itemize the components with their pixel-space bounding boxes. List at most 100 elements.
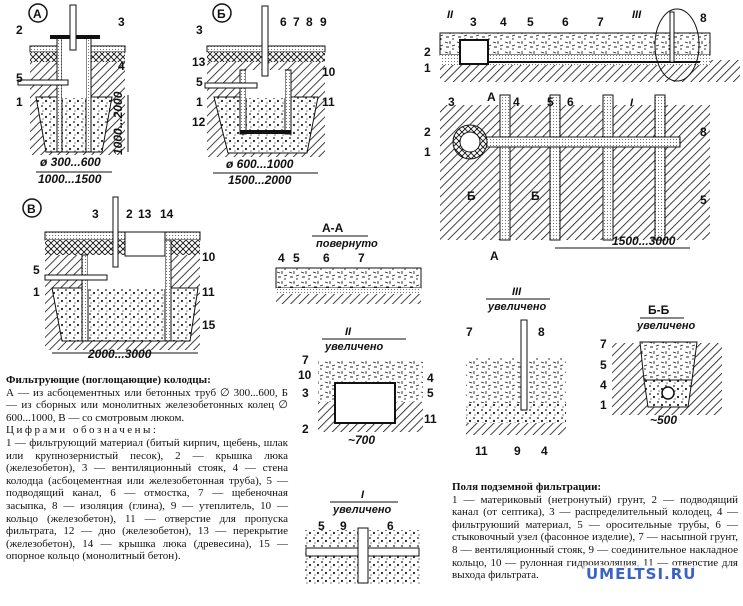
legend-body: 1 — материковый (нетронутый) грунт, 2 — … bbox=[452, 493, 738, 582]
section-marker: Б bbox=[531, 189, 540, 203]
legend-subheading: Цифрами обозначены: bbox=[6, 424, 159, 437]
detail-subtitle: увеличено bbox=[332, 504, 391, 516]
callout-label: 8 bbox=[700, 125, 707, 139]
callout-label: 11 bbox=[475, 444, 488, 458]
section-title: А-А bbox=[322, 221, 344, 235]
dimension-width: 1000...1500 bbox=[38, 172, 102, 186]
callout-label: 2 bbox=[424, 45, 431, 59]
detail-ii: II увеличено 7 10 3 2 4 5 11 ~700 bbox=[298, 326, 437, 447]
callout-label: 5 bbox=[196, 75, 203, 89]
callout-label: 5 bbox=[293, 251, 300, 265]
detail-subtitle: увеличено bbox=[487, 301, 546, 313]
callout-label: 4 bbox=[500, 15, 507, 29]
callout-label: 3 bbox=[302, 386, 309, 400]
callout-label: 1 bbox=[33, 285, 40, 299]
detail-marker: I bbox=[630, 97, 634, 109]
callout-label: 14 bbox=[160, 207, 174, 221]
legend-intro: А — из асбоцементных или бетонных труб ∅… bbox=[6, 386, 288, 424]
detail-title: III bbox=[512, 286, 522, 298]
field-plan: 3 2 1 А 4 5 6 I 8 5 Б Б А 1500...3000 bbox=[424, 90, 710, 263]
callout-label: 5 bbox=[33, 263, 40, 277]
detail-marker: II bbox=[447, 9, 454, 21]
callout-label: 1 bbox=[424, 61, 431, 75]
callout-label: 5 bbox=[527, 15, 534, 29]
detail-subtitle: увеличено bbox=[324, 341, 383, 353]
callout-label: 15 bbox=[202, 318, 216, 332]
callout-label: 6 bbox=[387, 519, 394, 533]
section-aa: А-А повернуто 4 5 6 7 bbox=[275, 221, 422, 304]
dimension-diameter: ø 300...600 bbox=[40, 155, 101, 169]
callout-label: 11 bbox=[202, 285, 215, 299]
dimension: ~500 bbox=[650, 413, 677, 427]
section-bb: Б-Б увеличено 7 5 4 1 ~500 bbox=[600, 303, 722, 427]
callout-label: 8 bbox=[306, 15, 313, 29]
detail-title: II bbox=[345, 326, 352, 338]
callout-label: 9 bbox=[340, 519, 347, 533]
callout-label: 1 bbox=[600, 398, 607, 412]
callout-label: 5 bbox=[16, 71, 23, 85]
section-marker: Б bbox=[467, 189, 476, 203]
dimension-width: 1500...2000 bbox=[228, 173, 292, 187]
dimension-width: 2000...3000 bbox=[87, 347, 152, 361]
callout-label: 6 bbox=[567, 95, 574, 109]
callout-label: 2 bbox=[16, 23, 23, 37]
callout-label: 6 bbox=[323, 251, 330, 265]
callout-label: 6 bbox=[562, 15, 569, 29]
callout-label: 1 bbox=[16, 95, 23, 109]
callout-label: 11 bbox=[424, 412, 437, 426]
callout-label: 1 bbox=[424, 145, 431, 159]
drawing-v: В 3 2 13 14 10 5 1 11 15 2000...3000 bbox=[22, 196, 216, 361]
detail-i: I увеличено 5 9 6 bbox=[305, 489, 420, 585]
callout-label: 5 bbox=[427, 386, 434, 400]
callout-label: 4 bbox=[118, 59, 125, 73]
callout-label: 4 bbox=[600, 378, 607, 392]
callout-label: 7 bbox=[597, 15, 604, 29]
field-section: II 3 4 5 6 7 III 8 2 1 bbox=[424, 8, 740, 82]
marker-circle bbox=[22, 198, 42, 218]
dimension-spacing: 1500...3000 bbox=[612, 234, 676, 248]
section-subtitle: повернуто bbox=[316, 238, 378, 250]
detail-marker: III bbox=[632, 9, 642, 21]
drawing-marker: А bbox=[33, 7, 42, 21]
detail-title: I bbox=[361, 489, 365, 501]
dimension-height: 1000...2000 bbox=[111, 91, 125, 155]
legend-heading: Фильтрующие (поглощающие) колодцы: bbox=[6, 374, 211, 386]
callout-label: 7 bbox=[293, 15, 300, 29]
marker-circle bbox=[212, 3, 232, 23]
drawing-marker: Б bbox=[217, 7, 226, 21]
drawing-b: Б 3 6 7 8 9 13 5 1 12 10 11 ø 600...1000… bbox=[192, 3, 336, 187]
section-subtitle: увеличено bbox=[636, 320, 695, 332]
dimension: ~700 bbox=[348, 433, 375, 447]
callout-label: 3 bbox=[196, 23, 203, 37]
legend-wells: Фильтрующие (поглощающие) колодцы: А — и… bbox=[6, 374, 288, 563]
section-title: Б-Б bbox=[648, 303, 670, 317]
callout-label: 5 bbox=[318, 519, 325, 533]
callout-label: 7 bbox=[466, 325, 473, 339]
callout-label: 7 bbox=[302, 353, 309, 367]
callout-label: 7 bbox=[600, 337, 607, 351]
callout-label: 4 bbox=[513, 95, 520, 109]
callout-label: 10 bbox=[202, 250, 216, 264]
callout-label: 5 bbox=[547, 95, 554, 109]
callout-label: 4 bbox=[278, 251, 285, 265]
callout-label: 2 bbox=[126, 207, 133, 221]
callout-label: 3 bbox=[470, 15, 477, 29]
callout-label: 5 bbox=[600, 358, 607, 372]
callout-label: 13 bbox=[192, 55, 206, 69]
legend-body: 1 — фильтрующий материал (битый кирпич, … bbox=[6, 436, 288, 563]
dimension-diameter: ø 600...1000 bbox=[226, 157, 294, 171]
callout-label: 5 bbox=[700, 193, 707, 207]
callout-label: 6 bbox=[280, 15, 287, 29]
callout-label: 4 bbox=[427, 371, 434, 385]
watermark-logo: UMELTSI.RU bbox=[583, 565, 700, 583]
callout-label: 8 bbox=[700, 11, 707, 25]
callout-label: 2 bbox=[424, 125, 431, 139]
callout-label: 1 bbox=[196, 95, 203, 109]
marker-circle bbox=[28, 3, 48, 23]
callout-label: 9 bbox=[320, 15, 327, 29]
callout-label: 11 bbox=[322, 95, 335, 109]
section-marker: А bbox=[490, 249, 499, 263]
detail-iii: III увеличено 7 8 11 9 4 bbox=[466, 286, 566, 458]
